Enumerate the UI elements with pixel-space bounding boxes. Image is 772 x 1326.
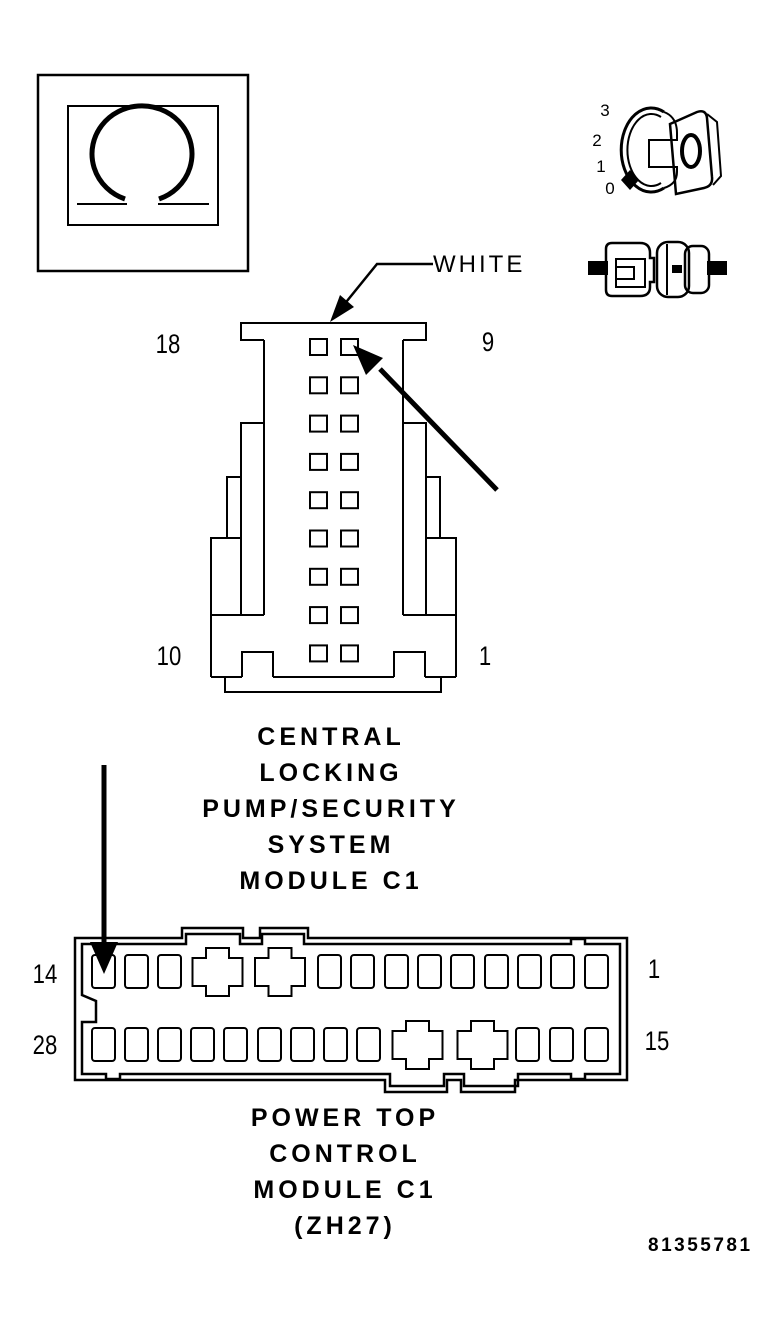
power-top-module-title: POWER TOP CONTROL MODULE C1 (ZH27) <box>170 1100 520 1244</box>
ignition-position-1: 1 <box>596 157 606 176</box>
clp-pin-label-1: 1 <box>478 641 492 671</box>
ignition-position-2: 2 <box>592 131 602 150</box>
title-line: MODULE C1 <box>253 1176 437 1204</box>
title-line: POWER TOP <box>250 1104 440 1132</box>
ptc-pin-label-15: 15 <box>644 1026 670 1056</box>
ptc-pin-label-28: 28 <box>32 1030 58 1060</box>
pin-pointer-arrow-diagonal <box>353 345 499 492</box>
white-label-arrow <box>330 262 433 322</box>
arrowhead <box>90 942 118 974</box>
clp-pin-label-18: 18 <box>155 329 181 359</box>
ohmmeter-icon <box>36 73 250 273</box>
clp-pin-label-10: 10 <box>156 641 182 671</box>
title-line: SYSTEM <box>267 831 395 859</box>
title-line: LOCKING <box>259 759 403 787</box>
disconnect-icon <box>588 240 727 299</box>
central-locking-connector-diagram <box>210 322 457 693</box>
title-line: MODULE C1 <box>239 867 423 895</box>
clp-pin-label-9: 9 <box>481 327 495 357</box>
ptc-pin-label-1: 1 <box>647 954 661 984</box>
arrowhead <box>353 345 383 375</box>
ignition-switch-icon <box>619 106 723 196</box>
ignition-position-0: 0 <box>605 179 615 198</box>
power-top-connector-diagram <box>73 926 629 1094</box>
ignition-position-3: 3 <box>600 101 610 120</box>
arrowhead <box>330 295 354 322</box>
wire-color-label: WHITE <box>433 251 526 278</box>
power-top-pin-cavities <box>91 947 609 1070</box>
dial-position-marker <box>621 170 639 190</box>
central-locking-module-title: CENTRAL LOCKING PUMP/SECURITY SYSTEM MOD… <box>155 719 507 899</box>
title-line: (ZH27) <box>294 1212 396 1240</box>
title-line: CENTRAL <box>257 723 405 751</box>
pin-pointer-arrow-vertical <box>90 765 118 974</box>
ptc-pin-label-14: 14 <box>32 959 58 989</box>
figure-number: 81355781 <box>648 1235 753 1256</box>
title-line: PUMP/SECURITY <box>202 795 460 823</box>
central-locking-pin-cavities <box>309 338 359 663</box>
title-line: CONTROL <box>269 1140 421 1168</box>
